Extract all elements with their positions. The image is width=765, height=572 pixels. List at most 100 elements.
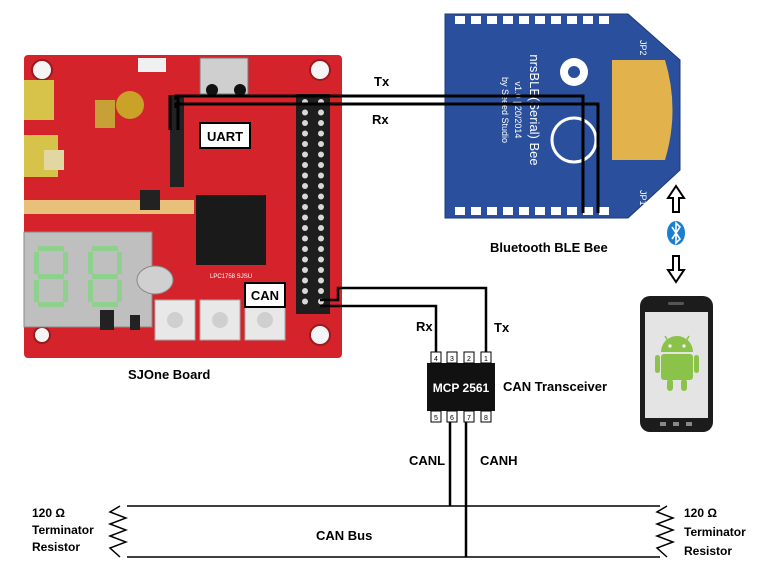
chip-pin-number: 7 [467, 415, 471, 422]
tx-can-wire [320, 286, 488, 352]
bee-pin [583, 16, 593, 24]
bee-pin [487, 207, 497, 215]
bee-pin [567, 207, 577, 215]
bee-pin [567, 16, 577, 24]
bee-silk-text: nrsBLE(Serial) Bee [527, 54, 542, 165]
bee-jp1: JP1 [638, 190, 648, 206]
chip-pin-number: 1 [484, 356, 488, 363]
transceiver-caption: CAN Transceiver [503, 379, 607, 394]
sjone-board-caption: SJOne Board [128, 367, 210, 382]
bee-pin [503, 207, 513, 215]
down-arrow-icon [666, 255, 686, 284]
chip-pin-number: 2 [467, 356, 471, 363]
term-right-line1: 120 Ω [684, 506, 717, 520]
bee-silk-version: v1.0 | 20/2014 [513, 82, 523, 139]
rx-label-top: Rx [372, 112, 389, 127]
header-pin [318, 172, 324, 179]
header-pin [302, 109, 308, 116]
canh-label: CANH [480, 453, 518, 468]
header-pin [318, 277, 324, 284]
chip-pin-number: 6 [450, 415, 454, 422]
term-right-line2: Terminator [684, 525, 746, 539]
bee-silk-maker: by Seeed Studio [500, 77, 510, 143]
header-pin [302, 120, 308, 126]
header-pin [318, 204, 324, 210]
header-pin [318, 141, 324, 147]
bee-pin [487, 16, 497, 24]
header-pin [302, 162, 308, 168]
header-pin [302, 172, 308, 179]
header-pin [302, 141, 308, 147]
bee-pin [551, 207, 561, 215]
can-bus-label: CAN Bus [316, 528, 372, 543]
bee-pin [455, 207, 465, 215]
chip-pin-bottom [430, 410, 442, 423]
term-left-line2: Terminator [32, 523, 94, 537]
header-pin [302, 246, 308, 252]
header-pin [318, 162, 324, 168]
bee-jp2: JP2 [638, 40, 648, 56]
header-pin [302, 193, 308, 200]
tx-label-top: Tx [374, 74, 390, 89]
header-pin [302, 225, 308, 231]
bluetooth-icon [667, 221, 685, 245]
header-pin [318, 193, 324, 200]
bee-pin [551, 16, 561, 24]
header-pin [302, 130, 308, 137]
bee-pin [519, 207, 529, 215]
can-label-box: CAN [244, 282, 286, 308]
up-arrow-icon [666, 184, 686, 213]
header-pin [302, 151, 308, 158]
chip-pin-bottom [463, 410, 475, 423]
header-pin [318, 151, 324, 158]
term-left-line3: Resistor [32, 540, 80, 554]
chip-pin-number: 8 [484, 415, 488, 422]
tx-wire [174, 94, 585, 213]
header-pin [302, 288, 308, 294]
can-wires [320, 286, 488, 352]
uart-wires [168, 94, 600, 213]
left-terminator-resistor [107, 505, 129, 558]
header-pin [302, 298, 308, 305]
chip-pin-top [480, 351, 492, 364]
chip-pin-number: 5 [434, 415, 438, 422]
header-pin [302, 256, 308, 263]
chip-pin-top [446, 351, 458, 364]
canl-label: CANL [409, 453, 445, 468]
header-pins [302, 99, 324, 305]
chip-pin-top [463, 351, 475, 364]
uart-label: UART [207, 129, 243, 144]
tx-can-label: Tx [494, 320, 510, 335]
header-pin [302, 235, 308, 242]
chip-pin-top [430, 351, 442, 364]
chip-pin-number: 4 [434, 356, 438, 363]
sjone-board: LPC1758 SJSU [23, 55, 342, 358]
term-right-line3: Resistor [684, 544, 732, 558]
header-pin [302, 214, 308, 221]
bee-pin [583, 207, 593, 215]
chip-name: MCP 2561 [433, 381, 490, 395]
ble-bee-module: nrsBLE(Serial) Bee v1.0 | 20/2014 by See… [444, 13, 681, 219]
chip-pin-number: 3 [450, 356, 454, 363]
can-bus [107, 505, 676, 558]
bee-pin [471, 207, 481, 215]
bee-pin [599, 207, 609, 215]
uart-label-box: UART [199, 122, 251, 149]
header-pin [302, 267, 308, 273]
header-pin [302, 277, 308, 284]
bee-pin [535, 16, 545, 24]
header-pin [318, 120, 324, 126]
android-icon [655, 335, 699, 391]
header-pin [318, 130, 324, 137]
header-pin [302, 204, 308, 210]
bee-pin [455, 16, 465, 24]
right-terminator-resistor [654, 505, 676, 558]
header-pin [318, 288, 324, 294]
bee-pin [599, 16, 609, 24]
bee-pin [471, 16, 481, 24]
header-pin [318, 267, 324, 273]
chip-pin-bottom [446, 410, 458, 423]
header-pin [318, 256, 324, 263]
header-pin [318, 225, 324, 231]
bee-pin [503, 16, 513, 24]
